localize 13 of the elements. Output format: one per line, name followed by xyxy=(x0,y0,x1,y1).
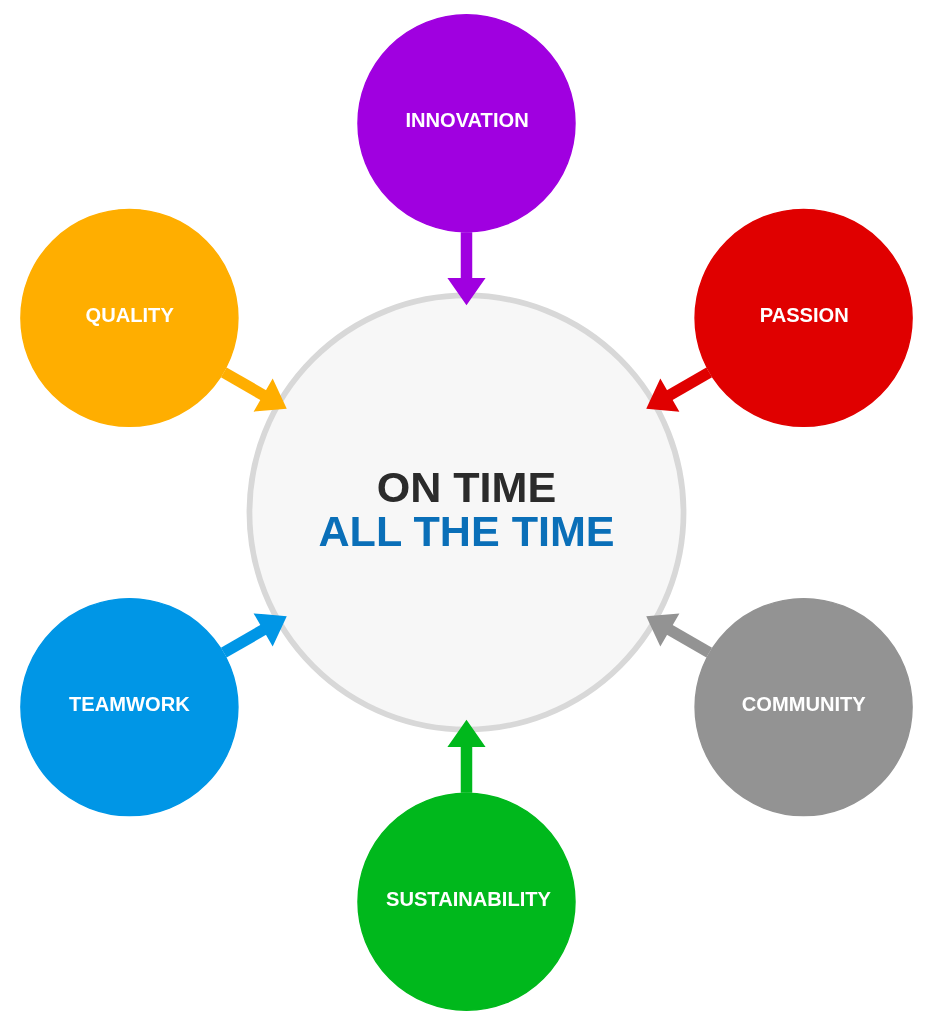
node-circle: PASSION xyxy=(694,208,913,427)
arrow xyxy=(447,231,486,305)
node-circle: ON TIME ALL THE TIME xyxy=(246,292,687,732)
arrow xyxy=(220,612,287,658)
node-circle: SUSTAINABILITY xyxy=(357,792,576,1011)
node-circle: COMMUNITY xyxy=(694,597,913,816)
arrow xyxy=(447,719,486,793)
arrow xyxy=(646,366,713,412)
node-circle: INNOVATION xyxy=(357,13,576,232)
arrow xyxy=(220,366,287,412)
node-circle: QUALITY xyxy=(20,208,239,427)
arrow xyxy=(646,612,713,658)
node-circle: TEAMWORK xyxy=(20,597,239,816)
